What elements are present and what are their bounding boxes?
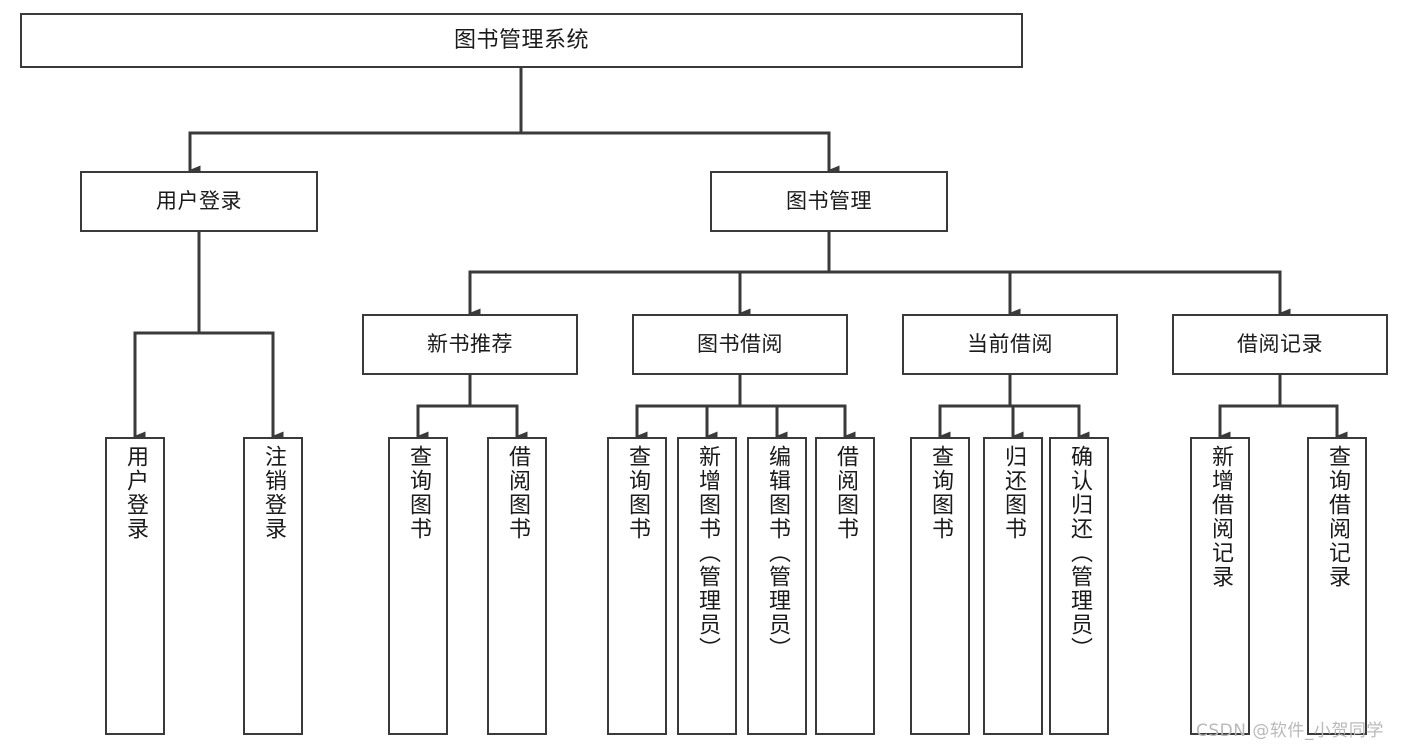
csdn-watermark: CSDN @软件_小贺同学: [1196, 721, 1384, 741]
leaf-user-login[interactable]: 用户登录: [105, 437, 165, 735]
leaf-add-book-admin[interactable]: 新增图书（管理员）: [677, 437, 737, 735]
leaf-borrow-book-rec-label: 借阅图书: [505, 445, 530, 541]
leaf-query-book-current-label: 查询图书: [928, 445, 953, 541]
leaf-add-book-admin-label: 新增图书（管理员）: [695, 445, 720, 661]
leaf-borrow-book-rec[interactable]: 借阅图书: [487, 437, 547, 735]
leaf-borrow-book-label: 借阅图书: [833, 445, 858, 541]
leaf-add-borrow-record-label: 新增借阅记录: [1208, 445, 1233, 589]
node-borrow-record[interactable]: 借阅记录: [1172, 314, 1388, 375]
leaf-user-login-label: 用户登录: [123, 445, 148, 541]
leaf-query-book-rec-label: 查询图书: [406, 445, 431, 541]
leaf-query-borrow-record[interactable]: 查询借阅记录: [1307, 437, 1367, 735]
node-user-login[interactable]: 用户登录: [80, 171, 318, 232]
leaf-return-book[interactable]: 归还图书: [983, 437, 1043, 735]
leaf-edit-book-admin[interactable]: 编辑图书（管理员）: [747, 437, 807, 735]
leaf-confirm-return-admin-label: 确认归还（管理员）: [1067, 445, 1092, 661]
node-user-login-label: 用户登录: [156, 189, 242, 214]
node-book-manage-label: 图书管理: [786, 189, 872, 214]
node-borrow-record-label: 借阅记录: [1237, 332, 1323, 357]
leaf-query-book-borrow[interactable]: 查询图书: [607, 437, 667, 735]
leaf-return-book-label: 归还图书: [1001, 445, 1026, 541]
leaf-confirm-return-admin[interactable]: 确认归还（管理员）: [1049, 437, 1109, 735]
node-root-label: 图书管理系统: [453, 27, 589, 53]
leaf-edit-book-admin-label: 编辑图书（管理员）: [765, 445, 790, 661]
node-book-manage[interactable]: 图书管理: [710, 171, 948, 232]
leaf-user-logout-label: 注销登录: [261, 445, 286, 541]
node-book-borrow-label: 图书借阅: [697, 332, 783, 357]
node-new-book-recommend-label: 新书推荐: [427, 332, 513, 357]
leaf-query-book-current[interactable]: 查询图书: [910, 437, 970, 735]
leaf-borrow-book[interactable]: 借阅图书: [815, 437, 875, 735]
node-root[interactable]: 图书管理系统: [20, 13, 1023, 68]
leaf-query-borrow-record-label: 查询借阅记录: [1325, 445, 1350, 589]
node-current-borrow[interactable]: 当前借阅: [902, 314, 1118, 375]
leaf-user-logout[interactable]: 注销登录: [243, 437, 303, 735]
node-current-borrow-label: 当前借阅: [967, 332, 1053, 357]
leaf-query-book-rec[interactable]: 查询图书: [388, 437, 448, 735]
node-book-borrow[interactable]: 图书借阅: [632, 314, 848, 375]
leaf-query-book-borrow-label: 查询图书: [625, 445, 650, 541]
leaf-add-borrow-record[interactable]: 新增借阅记录: [1190, 437, 1250, 735]
node-new-book-recommend[interactable]: 新书推荐: [362, 314, 578, 375]
